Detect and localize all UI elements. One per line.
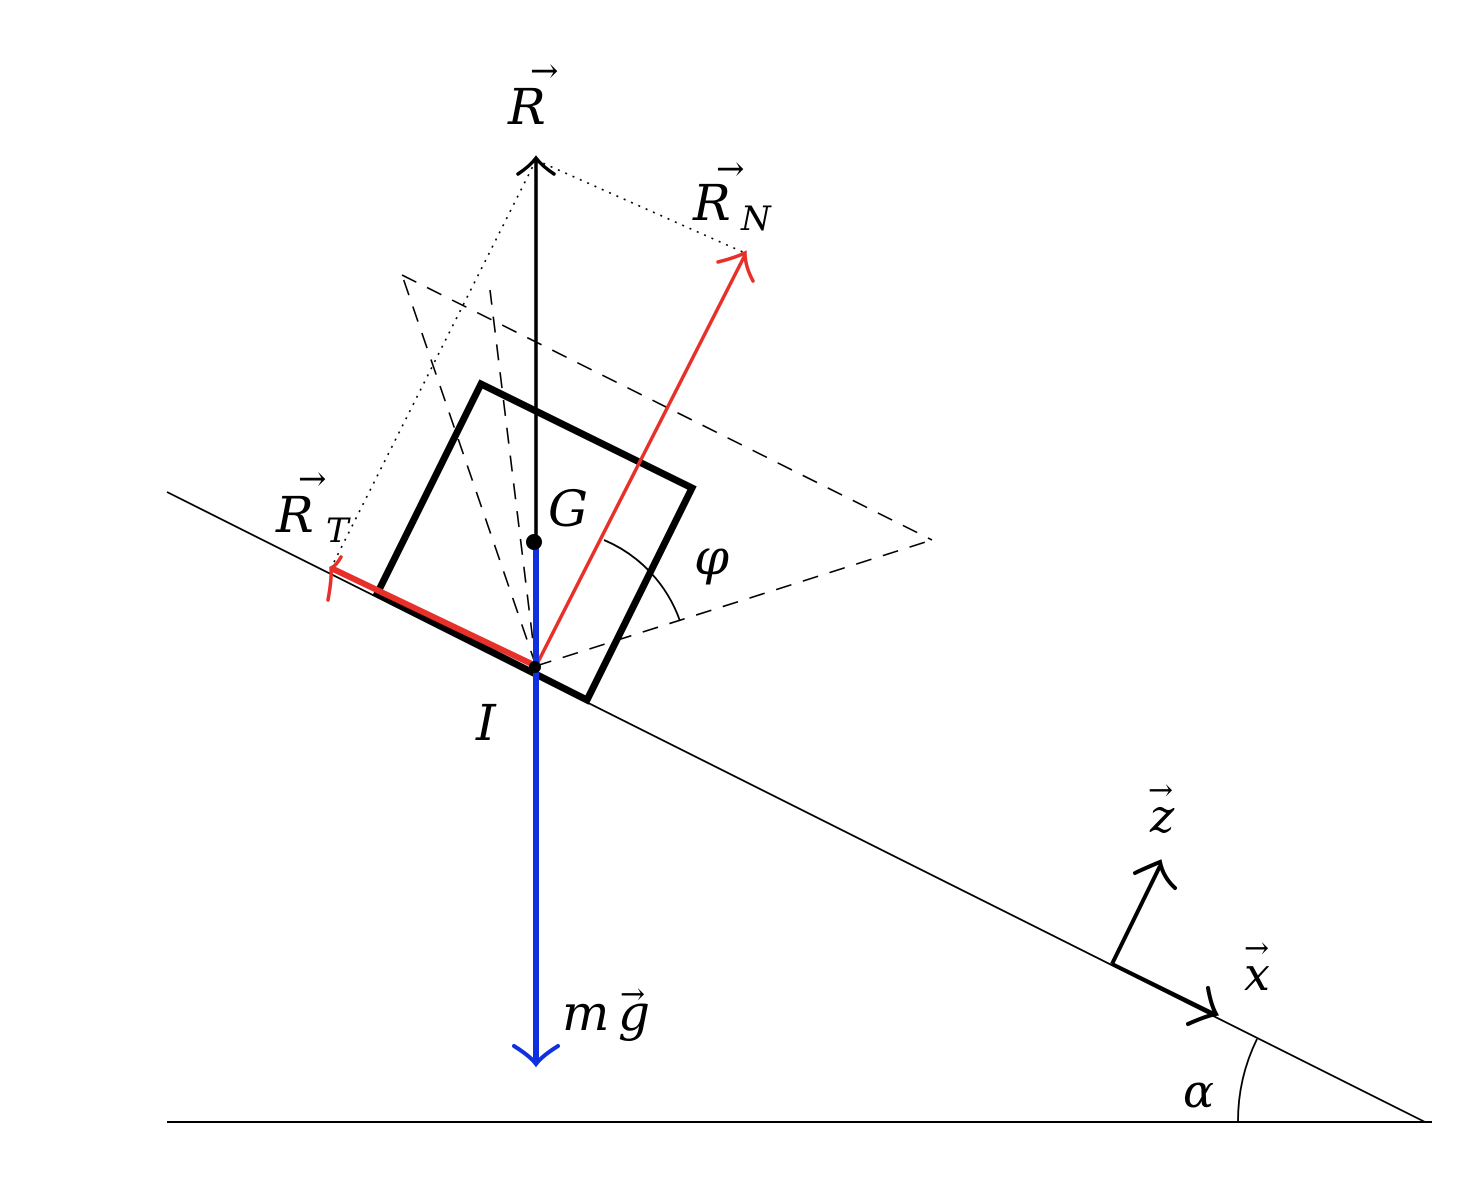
block — [372, 379, 697, 705]
svg-text:x: x — [1244, 947, 1270, 1001]
svg-text:R: R — [507, 78, 546, 136]
svg-text:→: → — [1244, 931, 1269, 966]
x-axis-vector — [1111, 962, 1220, 1026]
label-g: G — [548, 480, 588, 538]
z-axis-vector — [1110, 859, 1177, 965]
rt-vector — [326, 555, 538, 669]
incline-line — [166, 491, 1426, 1123]
label-phi: φ — [694, 528, 729, 586]
label-i: I — [475, 694, 497, 752]
label-x: → x — [1244, 931, 1270, 1001]
svg-text:z: z — [1149, 789, 1175, 843]
label-rn: → R N — [692, 149, 772, 239]
svg-text:R: R — [692, 174, 731, 232]
label-mg: m → g — [562, 977, 650, 1042]
phi-angle-arc — [603, 539, 681, 622]
weight-vector — [512, 544, 560, 1068]
point-g — [526, 534, 542, 550]
svg-text:T: T — [326, 511, 351, 551]
svg-text:g: g — [618, 984, 650, 1042]
rn-vector — [534, 250, 755, 667]
label-rt: → R T — [275, 459, 351, 551]
point-i — [529, 661, 541, 673]
label-r: → R — [507, 51, 559, 136]
svg-text:→: → — [530, 51, 559, 91]
svg-text:m: m — [562, 984, 609, 1042]
label-alpha: α — [1183, 1064, 1214, 1118]
svg-text:N: N — [740, 199, 772, 239]
svg-text:→: → — [620, 977, 645, 1012]
label-z: → z — [1148, 773, 1175, 843]
alpha-angle-arc — [1237, 1038, 1258, 1123]
svg-text:R: R — [275, 486, 314, 544]
svg-text:→: → — [716, 149, 745, 189]
svg-text:→: → — [298, 459, 327, 499]
friction-cone-dashed — [401, 274, 933, 667]
svg-text:→: → — [1148, 773, 1173, 808]
